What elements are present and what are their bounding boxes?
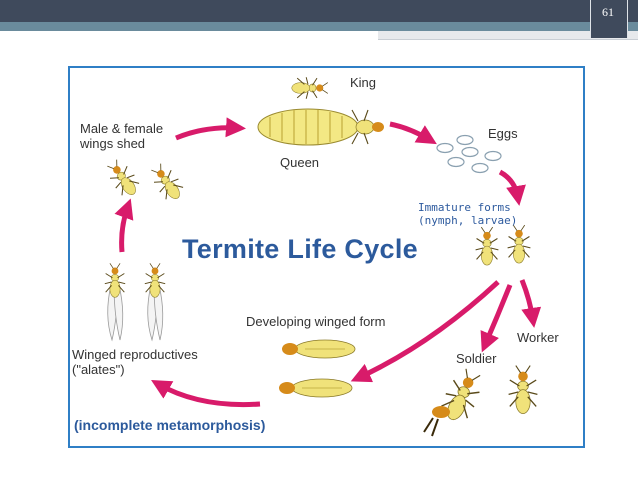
eggs-illustration — [436, 134, 502, 174]
nymph-illustration-1 — [475, 226, 499, 266]
slide-header-tab — [378, 31, 638, 40]
developing-winged-illustration-1 — [282, 339, 356, 359]
arrow-eggs-to-immature — [498, 169, 526, 206]
arrow-immature-to-developing — [350, 280, 500, 383]
soldier-illustration — [423, 364, 488, 437]
alate-illustration-2 — [144, 262, 166, 342]
label-worker: Worker — [517, 330, 559, 345]
label-soldier: Soldier — [456, 351, 497, 366]
label-queen: Queen — [280, 155, 320, 170]
label-immature-forms: Immature forms (nymph, larvae) — [418, 201, 518, 227]
arrow-immature-to-worker — [519, 279, 542, 328]
nymph-illustration-2 — [507, 224, 531, 264]
queen-insect-illustration — [257, 108, 384, 146]
slide-number: 61 — [602, 5, 614, 19]
diagram-note: (incomplete metamorphosis) — [74, 417, 266, 433]
label-wings-shed: Male & female wings shed — [80, 121, 164, 151]
arrow-winged-to-shed — [114, 198, 134, 253]
arrow-immature-to-soldier — [480, 284, 513, 353]
arrow-shed-to-king — [175, 117, 246, 141]
label-eggs: Eggs — [488, 126, 518, 141]
label-developing-winged: Developing winged form — [246, 314, 386, 329]
label-king: King — [350, 75, 377, 90]
arrow-developing-to-winged — [151, 380, 261, 408]
dealate-illustration-1 — [102, 155, 144, 202]
slide-header-accent — [0, 22, 638, 31]
arrow-queen-to-eggs — [389, 121, 437, 145]
worker-illustration — [507, 364, 539, 415]
king-insect-illustration — [291, 76, 329, 100]
diagram-title: Termite Life Cycle — [182, 234, 418, 264]
label-winged-reproductives: Winged reproductives ("alates") — [72, 347, 198, 377]
dealate-illustration-2 — [146, 159, 188, 206]
developing-winged-illustration-2 — [279, 378, 353, 398]
slide-number-box — [590, 0, 628, 38]
slide-header-bar — [0, 0, 638, 22]
alate-illustration-1 — [104, 262, 126, 342]
